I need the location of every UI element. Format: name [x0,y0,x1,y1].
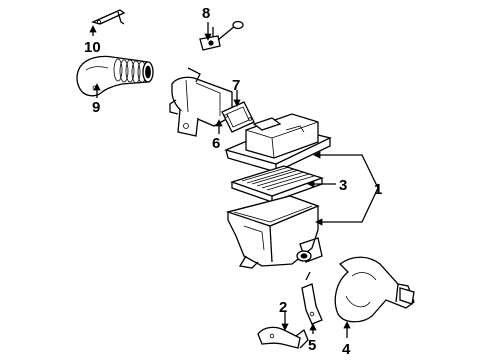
callout-2: 2 [279,299,287,316]
intake-hose-9-drawing [76,55,154,97]
bracket-5-drawing [301,271,323,325]
callout-9: 9 [92,99,100,116]
clip-8-drawing [199,20,244,51]
callout-1: 1 [374,181,382,198]
callout-8: 8 [202,5,210,22]
air-flow-meter-drawing [169,67,233,137]
callout-5: 5 [308,337,316,354]
callout-7: 7 [232,77,240,94]
callout-3: 3 [339,177,347,194]
leader-lines [89,22,379,338]
callout-6: 6 [212,135,220,152]
air-cleaner-cover-drawing [224,113,332,173]
duct-4-drawing [334,256,415,323]
bracket-10-drawing [91,9,126,25]
callout-10: 10 [84,39,101,56]
callout-4: 4 [342,341,351,358]
air-cleaner-case-drawing [225,195,323,269]
bracket-2-drawing [257,326,309,349]
